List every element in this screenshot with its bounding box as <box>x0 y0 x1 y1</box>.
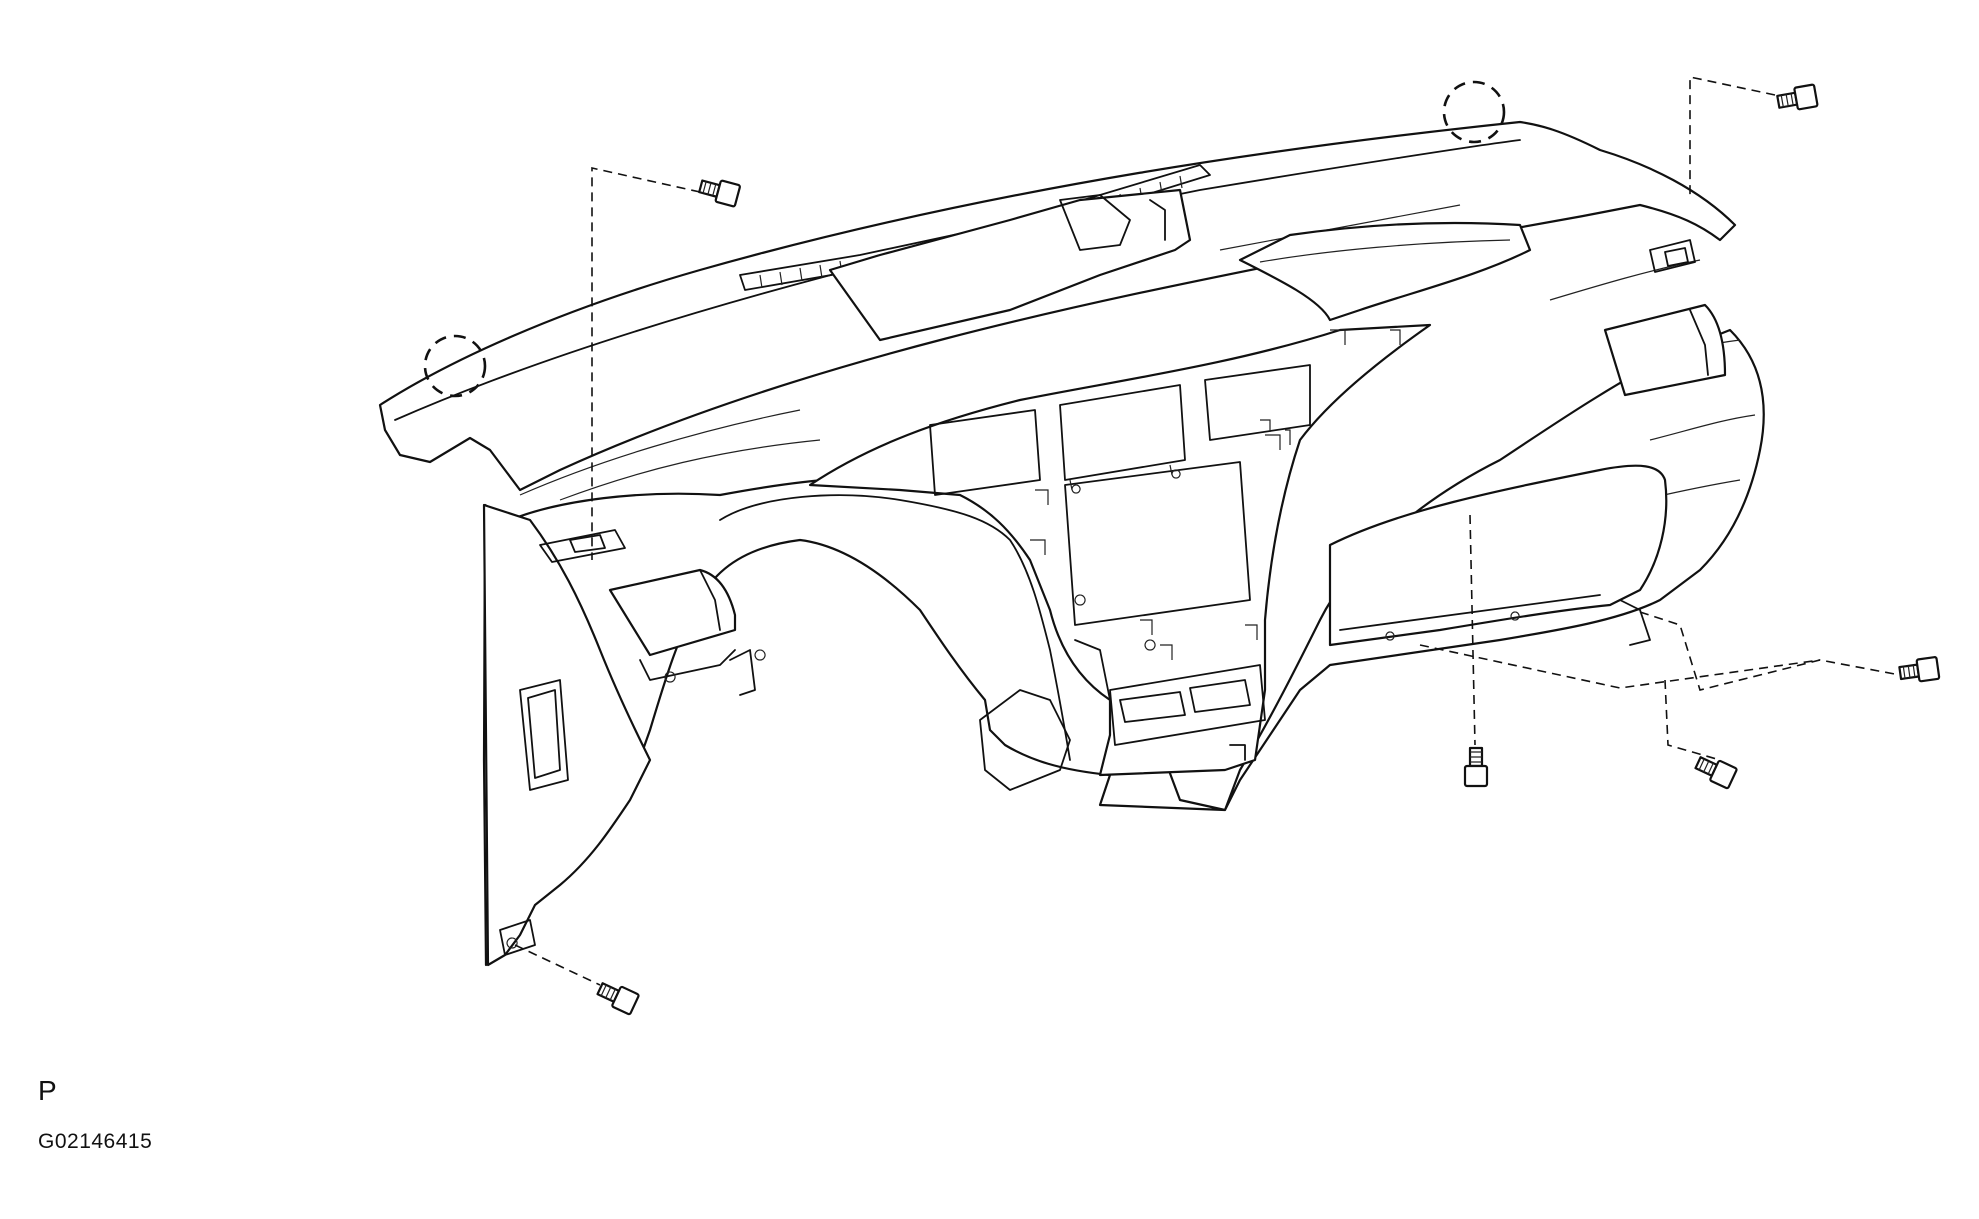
bolt-right-side <box>1898 656 1941 683</box>
dash-top-surface <box>378 120 1737 492</box>
left-side-bracket <box>482 503 652 967</box>
figure-code: G02146415 <box>38 1130 153 1153</box>
passenger-side-vent <box>1603 239 1727 397</box>
cluster-hood <box>828 188 1192 342</box>
glove-box-opening <box>1328 464 1668 647</box>
clip-location-left <box>423 334 487 398</box>
leader-lines <box>514 76 1901 986</box>
bolt-top-left <box>698 179 741 208</box>
bolt-center-bottom <box>1463 746 1489 788</box>
passenger-top-opening <box>1238 221 1532 322</box>
bolt-right-lower <box>1694 756 1738 790</box>
view-label: P <box>38 1075 57 1106</box>
center-stack <box>808 323 1432 791</box>
bolt-bottom-left <box>596 982 640 1016</box>
clip-location-right <box>1442 80 1506 144</box>
steering-column-opening <box>719 494 1071 761</box>
bolt-top-right <box>1776 83 1819 111</box>
driver-side-vent <box>499 529 766 956</box>
